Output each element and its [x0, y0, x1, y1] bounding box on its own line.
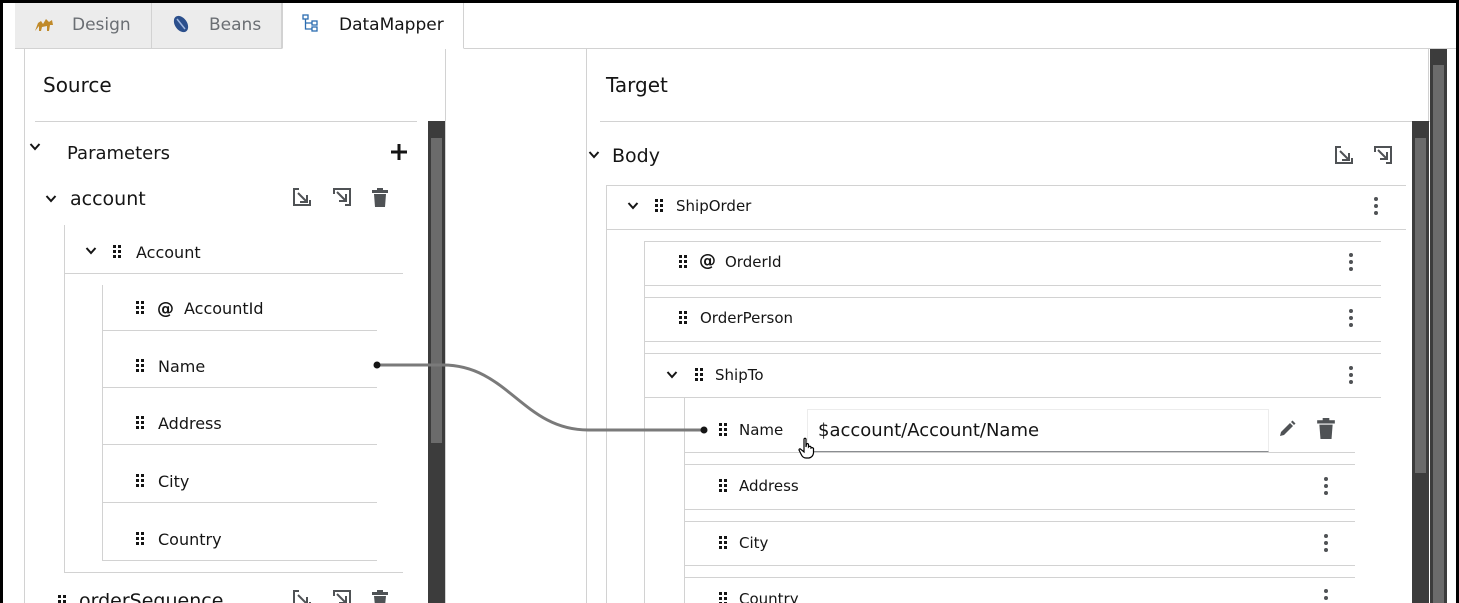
chevron-down-icon[interactable] [29, 142, 41, 152]
kebab-menu-icon[interactable] [1349, 366, 1353, 384]
chevron-down-icon[interactable] [627, 201, 639, 211]
trash-icon[interactable] [372, 188, 388, 207]
drag-handle-icon[interactable] [136, 474, 144, 488]
field-label: AccountId [184, 299, 264, 318]
shipto-label: ShipTo [715, 366, 764, 384]
body-label: Body [612, 145, 660, 167]
field-label: Address [158, 414, 222, 433]
mapping-expression-field[interactable]: $account/Account/Name [807, 409, 1269, 452]
tab-beans[interactable]: Beans [152, 3, 282, 49]
account-label: account [70, 188, 146, 210]
drag-handle-icon[interactable] [719, 536, 727, 550]
add-parameter-icon[interactable] [390, 143, 408, 161]
drag-handle-icon[interactable] [136, 301, 144, 315]
datamapper-icon [302, 14, 318, 32]
drag-handle-icon[interactable] [58, 595, 66, 603]
kebab-menu-icon[interactable] [1324, 589, 1328, 603]
chevron-down-icon[interactable] [588, 150, 600, 160]
account-type-label: Account [136, 243, 201, 262]
field-label: Country [158, 530, 222, 549]
target-panel [586, 49, 1429, 603]
drag-handle-icon[interactable] [113, 245, 121, 259]
drag-handle-icon[interactable] [136, 359, 144, 373]
source-title: Source [43, 73, 112, 97]
tab-beans-label: Beans [209, 15, 262, 35]
chevron-down-icon[interactable] [85, 246, 97, 256]
kebab-menu-icon[interactable] [1324, 477, 1328, 495]
field-label: Country [739, 590, 799, 603]
export-icon[interactable] [1373, 145, 1393, 165]
export-icon[interactable] [332, 187, 352, 207]
hand-cursor-icon [798, 437, 815, 459]
kebab-menu-icon[interactable] [1349, 253, 1353, 271]
tab-datamapper[interactable]: DataMapper [282, 3, 464, 49]
drag-handle-icon[interactable] [679, 255, 687, 269]
source-panel [24, 49, 446, 603]
field-label: Name [739, 421, 784, 439]
field-label: City [158, 472, 190, 491]
drag-handle-icon[interactable] [719, 479, 727, 493]
field-label: City [739, 534, 769, 552]
shiporder-label: ShipOrder [676, 197, 752, 215]
source-scrollbar-thumb[interactable] [431, 138, 442, 443]
attribute-icon: @ [699, 251, 716, 271]
import-icon[interactable] [292, 187, 312, 207]
tab-datamapper-label: DataMapper [339, 15, 444, 35]
mapping-connector [373, 361, 708, 434]
kebab-menu-icon[interactable] [1349, 309, 1353, 327]
tab-design[interactable]: Design [15, 3, 152, 49]
drag-handle-icon[interactable] [719, 592, 727, 603]
field-label: Address [739, 477, 799, 495]
target-title: Target [606, 73, 668, 97]
drag-handle-icon[interactable] [695, 368, 703, 382]
drag-handle-icon[interactable] [136, 416, 144, 430]
order-sequence-label: orderSequence [79, 590, 224, 603]
trash-icon[interactable] [1317, 418, 1335, 439]
edit-icon[interactable] [1277, 419, 1297, 439]
drag-handle-icon[interactable] [655, 199, 663, 213]
target-scrollbar-thumb[interactable] [1415, 138, 1426, 473]
drag-handle-icon[interactable] [719, 423, 727, 437]
chevron-down-icon[interactable] [666, 370, 678, 380]
import-icon[interactable] [1334, 145, 1354, 165]
orderid-label: OrderId [725, 253, 782, 271]
orderperson-label: OrderPerson [700, 309, 794, 327]
attribute-icon: @ [157, 299, 174, 319]
kebab-menu-icon[interactable] [1374, 197, 1378, 215]
parameters-label: Parameters [67, 143, 171, 164]
tab-bar [15, 3, 1456, 49]
bean-icon [173, 15, 189, 33]
trash-icon[interactable] [372, 590, 388, 603]
export-icon[interactable] [332, 589, 352, 603]
kebab-menu-icon[interactable] [1324, 534, 1328, 552]
drag-handle-icon[interactable] [679, 311, 687, 325]
chevron-down-icon[interactable] [45, 194, 57, 204]
camel-icon [35, 19, 53, 31]
tab-design-label: Design [72, 15, 131, 35]
field-label: Name [158, 357, 206, 376]
page-scrollbar-thumb[interactable] [1433, 65, 1444, 603]
drag-handle-icon[interactable] [136, 532, 144, 546]
